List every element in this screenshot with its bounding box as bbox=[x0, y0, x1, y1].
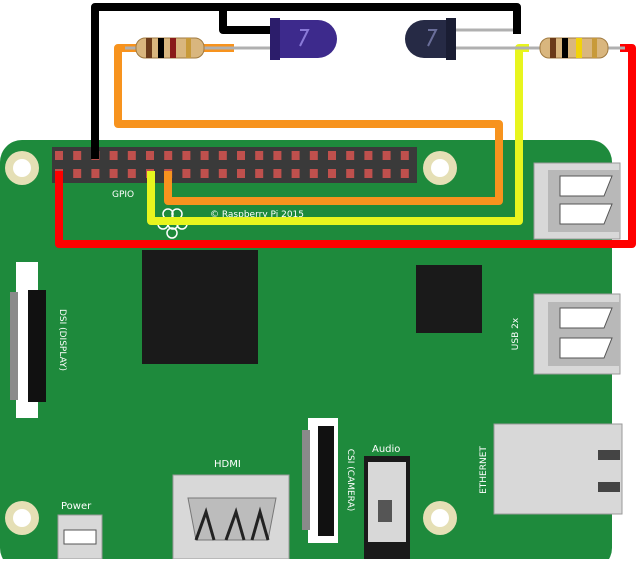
gpio-pin bbox=[73, 169, 82, 178]
gpio-pin bbox=[291, 151, 300, 160]
hdmi-label: HDMI bbox=[214, 459, 241, 470]
gpio-pin bbox=[328, 169, 336, 178]
led-dark bbox=[405, 18, 540, 60]
mounting-hole-top-left bbox=[5, 151, 39, 185]
gpio-pin bbox=[146, 151, 154, 160]
gpio-pin bbox=[255, 169, 264, 178]
usb-label: USB 2x bbox=[511, 317, 521, 350]
gpio-pin bbox=[273, 151, 282, 160]
gpio-pin bbox=[127, 151, 136, 160]
gpio-label: GPIO bbox=[112, 190, 134, 200]
wire-orange bbox=[114, 44, 503, 205]
gpio-pin bbox=[109, 151, 118, 160]
gpio-pin bbox=[400, 169, 409, 178]
ethernet-label: ETHERNET bbox=[479, 446, 489, 494]
wire-red bbox=[55, 44, 636, 248]
gpio-pin bbox=[91, 169, 100, 178]
hdmi-port bbox=[172, 474, 290, 560]
gpio-pin bbox=[55, 151, 63, 160]
gpio-pin bbox=[237, 151, 245, 160]
gpio-pin bbox=[346, 151, 355, 160]
gpio-pin bbox=[382, 169, 391, 178]
gpio-pin bbox=[309, 169, 318, 178]
gpio-pin bbox=[346, 169, 355, 178]
gpio-pin bbox=[255, 151, 264, 160]
gpio-pin bbox=[400, 151, 409, 160]
gpio-pin bbox=[364, 169, 373, 178]
gpio-pin bbox=[182, 169, 191, 178]
usb-port-bottom bbox=[533, 293, 621, 375]
gpio-pin bbox=[200, 169, 209, 178]
csi-label: CSI (CAMERA) bbox=[345, 449, 355, 511]
led-purple bbox=[228, 18, 337, 60]
audio-jack bbox=[364, 456, 410, 559]
gpio-pin bbox=[382, 151, 391, 160]
gpio-pin bbox=[328, 151, 336, 160]
mounting-hole-top-right bbox=[423, 151, 457, 185]
gpio-pin bbox=[309, 151, 318, 160]
gpio-pin bbox=[73, 151, 82, 160]
power-port bbox=[57, 514, 103, 560]
gpio-pin bbox=[237, 169, 245, 178]
usb-controller-chip bbox=[416, 265, 482, 333]
gpio-pin bbox=[218, 169, 227, 178]
gpio-pin bbox=[127, 169, 136, 178]
gpio-pin bbox=[273, 169, 282, 178]
gpio-pin bbox=[364, 151, 373, 160]
gpio-pin bbox=[200, 151, 209, 160]
mounting-hole-bottom-right bbox=[423, 501, 457, 535]
wire-black bbox=[91, 3, 521, 159]
gpio-pin bbox=[109, 169, 118, 178]
usb-port-top bbox=[533, 162, 621, 240]
dsi-label: DSI (DISPLAY) bbox=[57, 309, 67, 371]
audio-label: Audio bbox=[372, 444, 400, 455]
csi-connector bbox=[302, 418, 338, 543]
mounting-hole-bottom-left bbox=[5, 501, 39, 535]
gpio-pins bbox=[55, 151, 409, 178]
gpio-header bbox=[52, 147, 417, 183]
gpio-pin bbox=[164, 151, 173, 160]
ethernet-port bbox=[493, 423, 623, 515]
copyright-text: © Raspberry Pi 2015 bbox=[210, 210, 304, 220]
power-label: Power bbox=[61, 501, 92, 512]
dsi-connector bbox=[10, 262, 46, 418]
resistor-right bbox=[525, 37, 625, 59]
resistor-left bbox=[125, 37, 228, 59]
gpio-pin bbox=[218, 151, 227, 160]
soc-chip bbox=[142, 250, 258, 364]
gpio-pin bbox=[182, 151, 191, 160]
gpio-pin bbox=[291, 169, 300, 178]
